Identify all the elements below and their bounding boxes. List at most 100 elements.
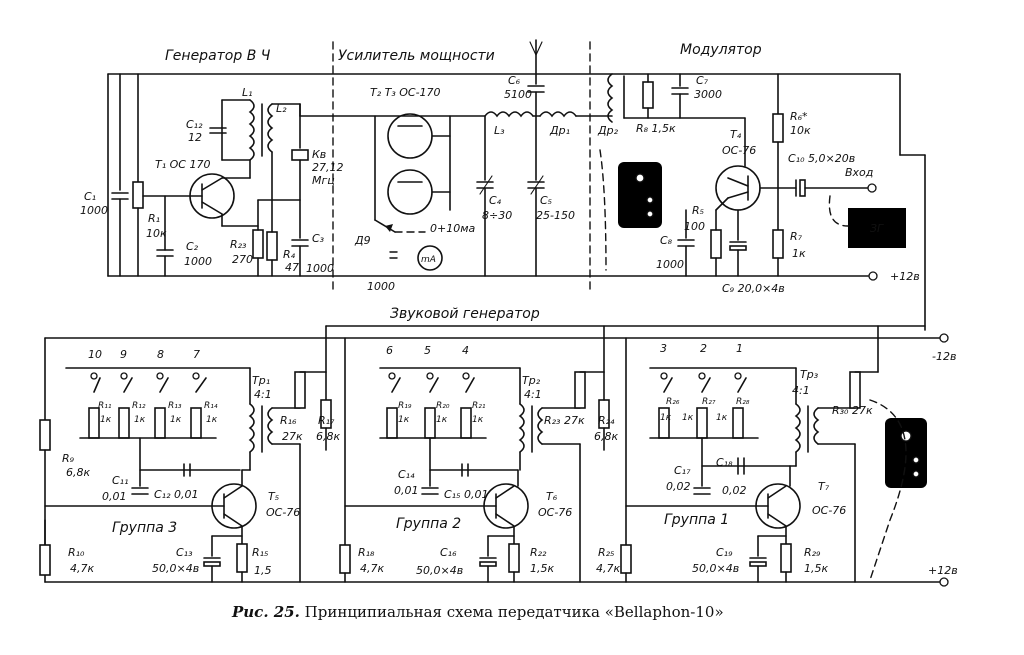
svg-text:T₁ ОС 170: T₁ ОС 170 — [155, 158, 210, 171]
svg-text:R₂₁: R₂₁ — [472, 401, 486, 411]
r30-potentiometer — [849, 371, 861, 409]
svg-text:R₂₆: R₂₆ — [666, 397, 680, 407]
svg-text:C₁₁: C₁₁ — [112, 474, 129, 487]
svg-text:0+10ма: 0+10ма — [430, 222, 476, 235]
svg-text:4:1: 4:1 — [792, 384, 810, 397]
svg-text:C₅: C₅ — [540, 194, 552, 207]
svg-text:1к: 1к — [792, 247, 806, 260]
svg-text:4:1: 4:1 — [524, 388, 542, 401]
svg-text:R₁₆: R₁₆ — [280, 414, 297, 427]
r21-resistor — [460, 407, 472, 439]
svg-text:50,0×4в: 50,0×4в — [416, 564, 463, 577]
svg-text:5100: 5100 — [504, 88, 532, 101]
svg-text:C₆: C₆ — [508, 74, 521, 87]
svg-text:R₂₀: R₂₀ — [436, 401, 450, 411]
svg-text:T₄: T₄ — [730, 128, 742, 141]
svg-text:R₉: R₉ — [62, 452, 75, 465]
svg-text:R₇: R₇ — [790, 230, 803, 243]
group2-switch-bank — [379, 367, 521, 439]
svg-text:C₈: C₈ — [660, 234, 673, 247]
svg-text:6,8к: 6,8к — [66, 466, 90, 479]
r5-resistor — [710, 229, 722, 259]
svg-text:C₁₂ 0,01: C₁₂ 0,01 — [154, 488, 199, 501]
modulator-title: Модулятор — [680, 42, 762, 58]
r7-resistor — [772, 229, 784, 259]
svg-text:1000: 1000 — [656, 258, 684, 271]
svg-text:6,8к: 6,8к — [594, 430, 618, 443]
svg-text:R₂₉: R₂₉ — [804, 546, 821, 559]
svg-text:R₂₇: R₂₇ — [702, 397, 716, 407]
plus-12v-terminal-bottom — [939, 577, 949, 587]
svg-text:1000: 1000 — [306, 262, 334, 275]
svg-text:C₁₆: C₁₆ — [440, 546, 457, 559]
svg-text:ОС-76: ОС-76 — [722, 144, 756, 157]
svg-text:6,8к: 6,8к — [316, 430, 340, 443]
svg-text:0,02: 0,02 — [666, 480, 691, 493]
svg-text:1000: 1000 — [367, 280, 395, 293]
svg-text:C₁₅ 0,01: C₁₅ 0,01 — [444, 488, 489, 501]
svg-text:L₃: L₃ — [494, 124, 505, 137]
svg-text:4: 4 — [462, 344, 469, 357]
svg-text:R₄: R₄ — [283, 248, 296, 261]
svg-text:10к: 10к — [790, 124, 811, 137]
figure-caption: Рис. 25. Принципиальная схема передатчик… — [232, 603, 724, 621]
svg-text:ОС-76: ОС-76 — [266, 506, 300, 519]
svg-text:4:1: 4:1 — [254, 388, 272, 401]
svg-text:1: 1 — [736, 342, 743, 355]
svg-text:Д9: Д9 — [354, 234, 371, 247]
group3-switch-bank — [65, 367, 251, 439]
r1-resistor — [132, 181, 144, 209]
modulator-jack — [618, 162, 662, 228]
svg-text:Вход: Вход — [845, 166, 873, 179]
svg-text:R₂₄: R₂₄ — [598, 414, 615, 427]
svg-text:50,0×4в: 50,0×4в — [692, 562, 739, 575]
svg-text:Кв: Кв — [312, 148, 326, 161]
r28-resistor — [732, 407, 744, 439]
svg-text:1,5: 1,5 — [254, 564, 272, 577]
svg-text:Др₂: Др₂ — [597, 124, 619, 137]
svg-text:Мгц: Мгц — [312, 174, 335, 187]
svg-text:R₁₁: R₁₁ — [98, 401, 112, 411]
r12-resistor — [118, 407, 130, 439]
r15-resistor — [236, 543, 248, 573]
svg-text:+12в: +12в — [928, 564, 958, 577]
svg-text:T₅: T₅ — [268, 490, 279, 503]
svg-text:R₁₀: R₁₀ — [68, 546, 85, 559]
svg-text:C₃: C₃ — [312, 232, 325, 245]
r23-top-resistor — [252, 229, 264, 259]
svg-text:R₈ 1,5к: R₈ 1,5к — [636, 122, 676, 135]
svg-text:1000: 1000 — [184, 255, 212, 268]
svg-text:1,5к: 1,5к — [804, 562, 828, 575]
svg-text:R₁₄: R₁₄ — [204, 401, 218, 411]
svg-text:C₁₇: C₁₇ — [674, 464, 691, 477]
r27-resistor — [696, 407, 708, 439]
svg-text:C₁: C₁ — [84, 190, 96, 203]
dr1-choke — [539, 111, 577, 118]
svg-text:R₁₉: R₁₉ — [398, 401, 412, 411]
r13-resistor — [154, 407, 166, 439]
l1-coil — [248, 99, 255, 161]
zg-generator — [848, 208, 906, 248]
r6-resistor — [772, 113, 784, 143]
svg-text:Др₁: Др₁ — [549, 124, 570, 137]
svg-text:C₁₀ 5,0×20в: C₁₀ 5,0×20в — [788, 152, 855, 165]
svg-text:1000: 1000 — [80, 204, 108, 217]
r10-resistor — [39, 544, 51, 576]
svg-text:4,7к: 4,7к — [360, 562, 384, 575]
svg-text:Группа 2: Группа 2 — [396, 516, 461, 532]
svg-text:6: 6 — [386, 344, 393, 357]
svg-text:R₁₅: R₁₅ — [252, 546, 268, 559]
svg-text:4,7к: 4,7к — [596, 562, 620, 575]
svg-text:R₁₂: R₁₂ — [132, 401, 146, 411]
svg-text:50,0×4в: 50,0×4в — [152, 562, 199, 575]
milliammeter — [417, 245, 443, 271]
r19-resistor — [386, 407, 398, 439]
svg-text:1к: 1к — [716, 413, 728, 423]
svg-text:T₇: T₇ — [818, 480, 830, 493]
rf-generator-title: Генератор В Ч — [165, 48, 271, 64]
svg-text:R₂₅: R₂₅ — [598, 546, 614, 559]
svg-text:1к: 1к — [206, 415, 218, 425]
svg-text:1к: 1к — [398, 415, 410, 425]
r8-resistor — [642, 81, 654, 109]
quartz-crystal — [291, 149, 309, 161]
